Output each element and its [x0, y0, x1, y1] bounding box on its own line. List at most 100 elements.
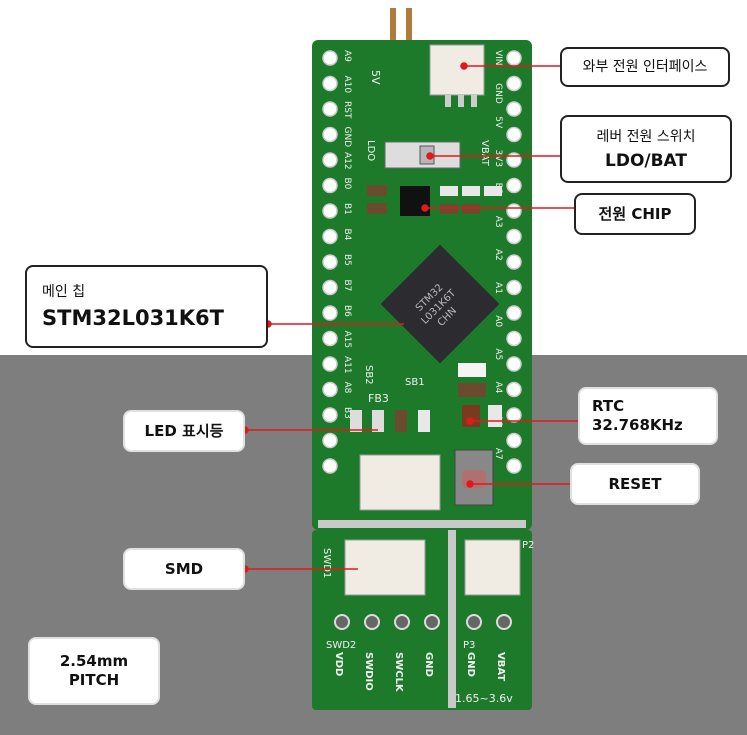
- silk-swd2: SWD2: [326, 640, 356, 651]
- callout-main-chip-line1: 메인 칩: [42, 283, 86, 300]
- callout-ext-power-text: 와부 전원 인터페이스: [582, 59, 708, 75]
- left-pin-hole: [322, 254, 338, 270]
- right-pin-hole: [506, 254, 522, 270]
- silk-sb1: SB1: [405, 377, 425, 388]
- ext-power-connector: [429, 44, 485, 96]
- pcb-divider: [318, 520, 526, 528]
- callout-pitch: 2.54mm PITCH: [28, 637, 160, 705]
- left-pin-label: A15: [342, 331, 352, 349]
- left-pin-holes: [322, 50, 338, 474]
- left-pin-hole: [322, 381, 338, 398]
- reset-button-part: [454, 449, 494, 506]
- callout-lever-line2: LDO/BAT: [605, 150, 687, 171]
- silk-ldo: LDO: [365, 140, 376, 161]
- left-pin-hole: [322, 407, 338, 423]
- callout-led: LED 표시등: [123, 410, 245, 452]
- left-pin-hole: [322, 432, 338, 449]
- right-pin-hole: [506, 432, 522, 449]
- bottom-pin-label: GND: [465, 652, 476, 677]
- main-chip: STM32 L031K6T CHN: [380, 244, 500, 364]
- right-pin-hole: [506, 50, 522, 66]
- callout-rtc-line2: 32.768KHz: [592, 416, 683, 434]
- right-pin-label: GND: [493, 83, 503, 104]
- left-pin-label: RST: [342, 101, 352, 119]
- left-pin-hole: [322, 279, 338, 296]
- left-pin-hole: [322, 101, 338, 117]
- callout-ext-power: 와부 전원 인터페이스: [560, 47, 730, 87]
- right-pin-holes: [506, 50, 522, 474]
- right-pin-hole: [506, 177, 522, 194]
- callout-lever-switch: 레버 전원 스위치 LDO/BAT: [560, 115, 732, 183]
- callout-power-chip: 전원 CHIP: [574, 193, 696, 235]
- callout-pitch-line2: PITCH: [68, 671, 120, 689]
- callout-power-chip-text: 전원 CHIP: [598, 204, 672, 223]
- left-pin-label: A8: [342, 382, 352, 394]
- callout-reset: RESET: [570, 463, 700, 505]
- right-pin-label: A5: [493, 348, 503, 360]
- callout-pitch-line1: 2.54mm: [59, 652, 129, 670]
- right-pin-hole: [506, 279, 522, 296]
- bottom-pin-labels: VDD SWDIO SWCLK GND GND VBAT: [333, 652, 506, 693]
- left-pin-label: B3: [342, 407, 352, 419]
- leader-lines: [241, 62, 580, 573]
- right-pin-hole: [506, 101, 522, 117]
- left-pin-label: A9: [342, 50, 352, 62]
- bottom-pin-label: VDD: [333, 652, 344, 676]
- bottom-pin-label: GND: [423, 652, 434, 677]
- right-pin-hole: [506, 381, 522, 398]
- left-pin-label: B6: [342, 305, 352, 317]
- right-pin-hole: [506, 203, 522, 219]
- right-pin-hole: [506, 75, 522, 92]
- right-pin-label: A3: [493, 216, 503, 228]
- right-pin-hole: [506, 228, 522, 245]
- left-pin-hole: [322, 458, 338, 474]
- callout-smd: SMD: [123, 548, 245, 590]
- right-pin-label: A1: [493, 282, 503, 294]
- left-pin-hole: [322, 126, 338, 143]
- right-pin-label: 5V: [493, 116, 503, 129]
- right-pin-hole: [506, 330, 522, 347]
- callout-main-chip-line2: STM32L031K6T: [42, 305, 224, 330]
- silk-5v: 5V: [369, 70, 382, 85]
- left-pin-hole: [322, 330, 338, 347]
- callout-rtc-line1: RTC: [592, 397, 625, 415]
- right-pin-label: A7: [493, 448, 503, 460]
- left-pin-label: A11: [342, 356, 352, 374]
- right-pin-label: A0: [493, 315, 503, 327]
- callout-smd-text: SMD: [164, 559, 204, 578]
- right-pin-hole: [506, 126, 522, 143]
- silk-fb3: FB3: [368, 392, 389, 405]
- callout-reset-text: RESET: [608, 474, 662, 493]
- callout-lever-line1: 레버 전원 스위치: [596, 128, 696, 145]
- callout-rtc: RTC 32.768KHz: [578, 387, 718, 445]
- right-pin-hole: [506, 305, 522, 321]
- silk-vbat: VBAT: [479, 140, 490, 167]
- right-pin-hole: [506, 152, 522, 168]
- left-pin-hole: [322, 75, 338, 92]
- left-pin-label: A10: [342, 76, 352, 94]
- callout-led-text: LED 표시등: [144, 421, 224, 440]
- right-pin-label: A4: [493, 382, 503, 394]
- left-pin-hole: [322, 50, 338, 66]
- silk-p3: P3: [463, 640, 475, 651]
- left-pin-hole: [322, 305, 338, 321]
- silk-p2: P2: [522, 540, 534, 551]
- bottom-pin-label: VBAT: [495, 652, 506, 681]
- left-pin-hole: [322, 177, 338, 194]
- left-pin-hole: [322, 152, 338, 168]
- left-pin-hole: [322, 203, 338, 219]
- bottom-pin-label: SWDIO: [363, 652, 374, 691]
- left-pin-hole: [322, 356, 338, 372]
- callout-main-chip: 메인 칩 STM32L031K6T: [25, 265, 268, 348]
- left-pin-label: GND: [342, 127, 352, 148]
- swd1-connector: [344, 539, 426, 596]
- pcb-lower-divider: [448, 530, 456, 708]
- silk-swd1: SWD1: [321, 548, 332, 578]
- left-pin-label: B0: [342, 178, 352, 190]
- bottom-pin-label: SWCLK: [393, 652, 404, 693]
- left-pin-label: B4: [342, 229, 352, 241]
- connector-middle: [359, 454, 441, 511]
- bottom-pin-holes: [334, 614, 512, 630]
